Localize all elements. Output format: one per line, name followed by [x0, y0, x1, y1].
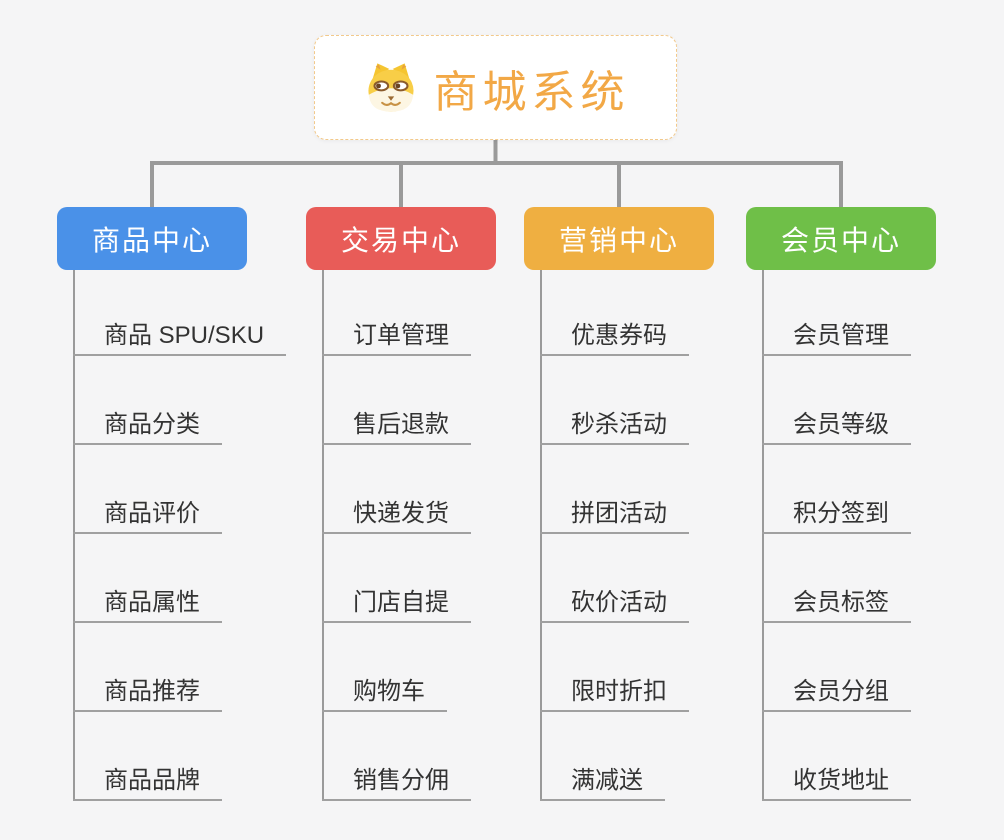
leaf-item[interactable]: 会员管理 [762, 319, 911, 356]
leaf-label: 商品 SPU/SKU [104, 322, 265, 349]
branch-header-member-center[interactable]: 会员中心 [746, 207, 936, 270]
root-node[interactable]: 商城系统 [314, 35, 677, 140]
leaf-item[interactable]: 售后退款 [322, 408, 471, 445]
leaf-item[interactable]: 商品评价 [73, 497, 222, 534]
leaf-label: 砍价活动 [571, 589, 667, 616]
branch-member-center: 会员中心 会员管理 会员等级 积分签到 会员标签 会员分组 收货地址 [746, 207, 991, 807]
branch-header-marketing-center[interactable]: 营销中心 [524, 207, 714, 270]
leaf-label: 购物车 [353, 678, 425, 705]
connector-path [150, 140, 843, 209]
leaf-item[interactable]: 商品品牌 [73, 764, 222, 801]
leaf-label: 会员等级 [793, 411, 889, 438]
leaf-item[interactable]: 商品 SPU/SKU [73, 319, 287, 356]
leaf-label: 订单管理 [353, 322, 449, 349]
branch-header-trade-center[interactable]: 交易中心 [306, 207, 496, 270]
leaf-item[interactable]: 优惠券码 [540, 319, 689, 356]
leaf-label: 满减送 [571, 767, 643, 794]
branch-trunk-line [762, 270, 764, 801]
leaf-label: 售后退款 [353, 411, 449, 438]
leaf-item[interactable]: 商品属性 [73, 586, 222, 623]
leaf-label: 秒杀活动 [571, 411, 667, 438]
leaf-label: 商品品牌 [104, 767, 200, 794]
leaf-item[interactable]: 商品推荐 [73, 675, 222, 712]
branch-trade-center: 交易中心 订单管理 售后退款 快递发货 门店自提 购物车 销售分佣 [306, 207, 551, 807]
branch-trunk-line [73, 270, 75, 801]
leaf-label: 商品分类 [104, 411, 200, 438]
leaf-item[interactable]: 砍价活动 [540, 586, 689, 623]
leaf-item[interactable]: 收货地址 [762, 764, 911, 801]
branch-header-product-center[interactable]: 商品中心 [57, 207, 247, 270]
leaf-label: 快递发货 [353, 500, 449, 527]
leaf-label: 销售分佣 [353, 767, 449, 794]
leaf-label: 商品评价 [104, 500, 200, 527]
leaf-item[interactable]: 会员标签 [762, 586, 911, 623]
leaf-label: 商品推荐 [104, 678, 200, 705]
leaf-item[interactable]: 快递发货 [322, 497, 471, 534]
branch-product-center: 商品中心 商品 SPU/SKU 商品分类 商品评价 商品属性 商品推荐 商品品牌 [57, 207, 302, 807]
leaf-item[interactable]: 购物车 [322, 675, 447, 712]
leaf-item[interactable]: 限时折扣 [540, 675, 689, 712]
branch-trunk-line [540, 270, 542, 801]
branch-marketing-center: 营销中心 优惠券码 秒杀活动 拼团活动 砍价活动 限时折扣 满减送 [524, 207, 769, 807]
leaf-label: 门店自提 [353, 589, 449, 616]
root-title: 商城系统 [433, 67, 630, 117]
branch-trunk-line [322, 270, 324, 801]
leaf-label: 会员管理 [793, 322, 889, 349]
leaf-label: 会员分组 [793, 678, 889, 705]
leaf-label: 积分签到 [793, 500, 889, 527]
leaf-item[interactable]: 订单管理 [322, 319, 471, 356]
leaf-item[interactable]: 会员分组 [762, 675, 911, 712]
leaf-label: 限时折扣 [571, 678, 667, 705]
doge-icon [367, 63, 414, 112]
leaf-item[interactable]: 秒杀活动 [540, 408, 689, 445]
leaf-label: 会员标签 [793, 589, 889, 616]
leaf-item[interactable]: 销售分佣 [322, 764, 471, 801]
leaf-label: 优惠券码 [571, 322, 667, 349]
leaf-item[interactable]: 积分签到 [762, 497, 911, 534]
leaf-item[interactable]: 会员等级 [762, 408, 911, 445]
leaf-item[interactable]: 满减送 [540, 764, 665, 801]
leaf-label: 收货地址 [793, 767, 889, 794]
leaf-label: 商品属性 [104, 589, 200, 616]
leaf-item[interactable]: 拼团活动 [540, 497, 689, 534]
leaf-label: 拼团活动 [571, 500, 667, 527]
leaf-item[interactable]: 门店自提 [322, 586, 471, 623]
leaf-item[interactable]: 商品分类 [73, 408, 222, 445]
